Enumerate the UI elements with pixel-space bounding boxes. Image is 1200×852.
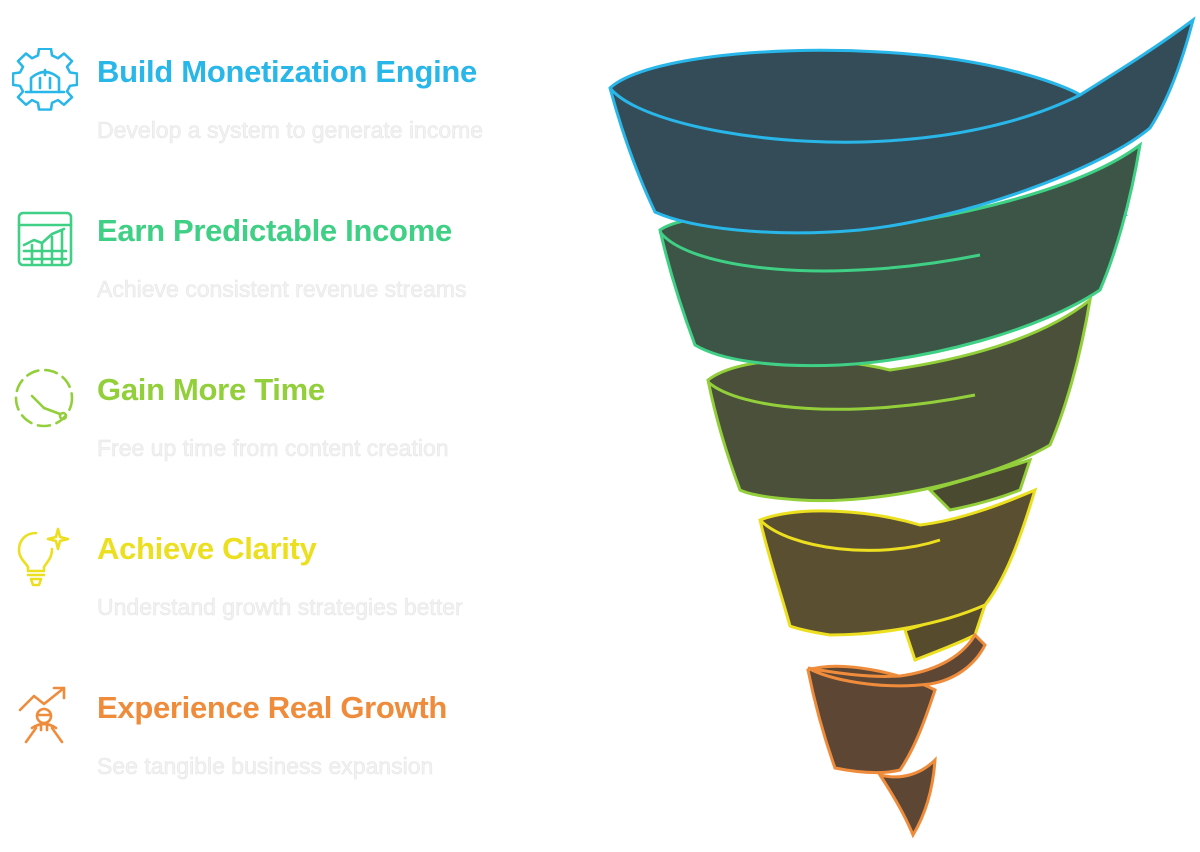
funnel-band-1 <box>608 16 1196 235</box>
funnel-band-3 <box>706 296 1093 503</box>
step-earn-predictable-income: Earn Predictable Income Achieve consiste… <box>12 207 572 337</box>
funnel-band-5 <box>806 664 937 775</box>
step-description: Understand growth strategies better <box>97 594 463 621</box>
funnel-band-5-top <box>807 632 987 688</box>
lightbulb-icon <box>12 525 78 591</box>
step-title: Earn Predictable Income <box>97 213 452 248</box>
funnel-band-1-rim <box>608 87 1081 144</box>
step-title: Achieve Clarity <box>97 531 317 566</box>
spiral-funnel <box>608 16 1196 839</box>
step-title: Build Monetization Engine <box>97 54 477 89</box>
funnel-band-4 <box>758 487 1038 637</box>
growth-chart-icon <box>12 207 78 273</box>
funnel-tip <box>876 756 937 839</box>
clock-icon <box>12 366 78 432</box>
step-gain-more-time: Gain More Time Free up time from content… <box>12 366 572 496</box>
funnel-band-4-rim <box>758 518 941 552</box>
gear-building-icon <box>12 48 78 114</box>
step-description: Achieve consistent revenue streams <box>97 276 467 303</box>
funnel-band-2-rim <box>658 231 981 273</box>
step-description: See tangible business expansion <box>97 753 434 780</box>
step-experience-real-growth: Experience Real Growth See tangible busi… <box>12 684 572 814</box>
step-description: Free up time from content creation <box>97 435 449 462</box>
funnel-band-3-rim <box>707 380 976 411</box>
step-title: Experience Real Growth <box>97 690 448 725</box>
step-description: Develop a system to generate income <box>97 117 484 144</box>
step-title: Gain More Time <box>97 372 325 407</box>
step-build-monetization-engine: Build Monetization Engine Develop a syst… <box>12 48 572 178</box>
person-growth-icon <box>12 684 78 750</box>
step-achieve-clarity: Achieve Clarity Understand growth strate… <box>12 525 572 655</box>
